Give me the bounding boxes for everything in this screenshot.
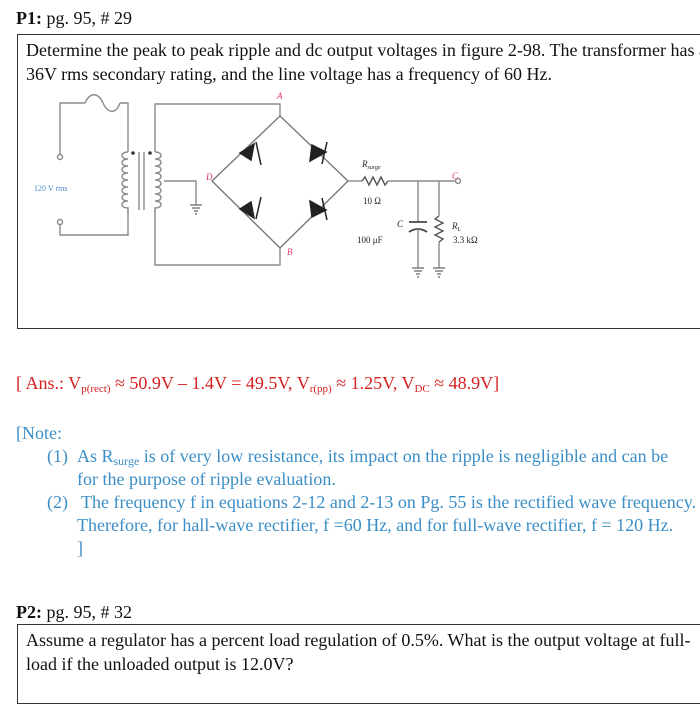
p1-problem-box: Determine the peak to peak ripple and dc…: [17, 34, 700, 329]
rl-symbol: R: [451, 221, 458, 231]
diode-d1-icon: [238, 141, 262, 166]
p1-problem-text: Determine the peak to peak ripple and dc…: [26, 38, 700, 86]
node-d-label: D: [205, 172, 213, 182]
p1-line-1: Determine the peak to peak ripple and dc…: [26, 40, 700, 60]
rsurge-label: Rsurge: [361, 159, 381, 171]
p2-problem-box: Assume a regulator has a percent load re…: [17, 624, 700, 704]
capacitor-value: 100 μF: [357, 235, 383, 245]
rsurge-value: 10 Ω: [363, 196, 381, 206]
load-resistor: [433, 215, 445, 243]
answer-part-2: ≈ 1.25V, V: [331, 373, 415, 393]
note-item-1-line-2: for the purpose of ripple evaluation.: [77, 469, 336, 489]
primary-winding: [121, 151, 129, 213]
p2-problem-text: Assume a regulator has a percent load re…: [26, 628, 690, 676]
p2-reference: pg. 95, # 32: [42, 602, 133, 622]
note-close: ]: [77, 538, 83, 558]
p2-line-1: Assume a regulator has a percent load re…: [26, 630, 691, 650]
note-item-2-line-2: Therefore, for hall-wave rectifier, f =6…: [77, 515, 674, 535]
p1-reference: pg. 95, # 29: [42, 8, 133, 28]
p2-heading: P2: pg. 95, # 32: [16, 602, 132, 623]
rl-subscript: L: [457, 227, 462, 233]
source-terminal-bottom: [56, 218, 64, 226]
secondary-winding: [154, 151, 162, 213]
node-a-label: A: [276, 91, 283, 101]
p2-line-2: load if the unloaded output is 12.0V?: [26, 654, 294, 674]
p1-heading: P1: pg. 95, # 29: [16, 8, 132, 29]
answer-part-1: ≈ 50.9V – 1.4V = 49.5V, V: [110, 373, 310, 393]
center-tap-wire: [164, 180, 197, 205]
secondary-wire-bottom: [154, 210, 281, 266]
diode-d4-icon: [309, 197, 328, 221]
p1-line-2: 36V rms secondary rating, and the line v…: [26, 64, 552, 84]
node-b-label: B: [287, 247, 293, 257]
capacitor-label: C: [397, 219, 404, 229]
answer-subscript-dc: DC: [414, 383, 430, 395]
source-voltage-label: 120 V rms: [34, 184, 68, 193]
rsurge-resistor: [361, 175, 389, 187]
note-open: [Note:: [16, 423, 62, 443]
ground-symbol-load: [433, 267, 445, 278]
ground-symbol-center-tap: [190, 204, 202, 215]
p1-answer: [ Ans.: Vp(rect) ≈ 50.9V – 1.4V = 49.5V,…: [16, 373, 499, 395]
p2-label: P2:: [16, 602, 42, 622]
note-item-1-subscript: surge: [113, 454, 140, 468]
answer-subscript-rpp: r(pp): [309, 383, 332, 395]
note-item-1-line-1: As Rsurge is of very low resistance, its…: [77, 445, 668, 473]
answer-prefix: [ Ans.: V: [16, 373, 82, 393]
load-resistor-value: 3.3 kΩ: [453, 235, 478, 245]
fuse-symbol: [84, 94, 121, 112]
output-terminal: [454, 177, 462, 185]
rsurge-symbol: R: [361, 159, 368, 169]
answer-subscript-prect: p(rect): [81, 383, 111, 395]
p1-label: P1:: [16, 8, 42, 28]
answer-part-3: ≈ 48.9V]: [429, 373, 500, 393]
note-item-1-text-a: As R: [77, 446, 114, 466]
diode-d2-icon: [309, 141, 328, 165]
primary-wire-bottom: [59, 210, 129, 236]
load-resistor-label: RL: [451, 221, 462, 233]
note-item-2-line-1: The frequency f in equations 2-12 and 2-…: [81, 492, 697, 512]
bridge-rectifier: [210, 115, 350, 249]
source-terminal-top: [56, 153, 64, 161]
note-item-2-number: (2): [47, 492, 68, 512]
node-c-label: C: [452, 171, 459, 181]
secondary-polarity-dot: [148, 151, 152, 155]
diode-d3-icon: [238, 196, 262, 220]
rsurge-subscript: surge: [368, 165, 381, 171]
primary-wire-top: [59, 102, 85, 154]
secondary-wire-top: [154, 103, 281, 152]
note-item-1-number: (1): [47, 446, 68, 466]
primary-wire-to-coil: [120, 102, 129, 152]
rectifier-circuit-diagram: 120 V rms A B C D Rsurge 10 Ω C 100 μF R…: [34, 91, 478, 278]
primary-polarity-dot: [131, 151, 135, 155]
ground-symbol-capacitor: [412, 267, 424, 278]
note-item-1-text-b: is of very low resistance, its impact on…: [139, 446, 669, 466]
